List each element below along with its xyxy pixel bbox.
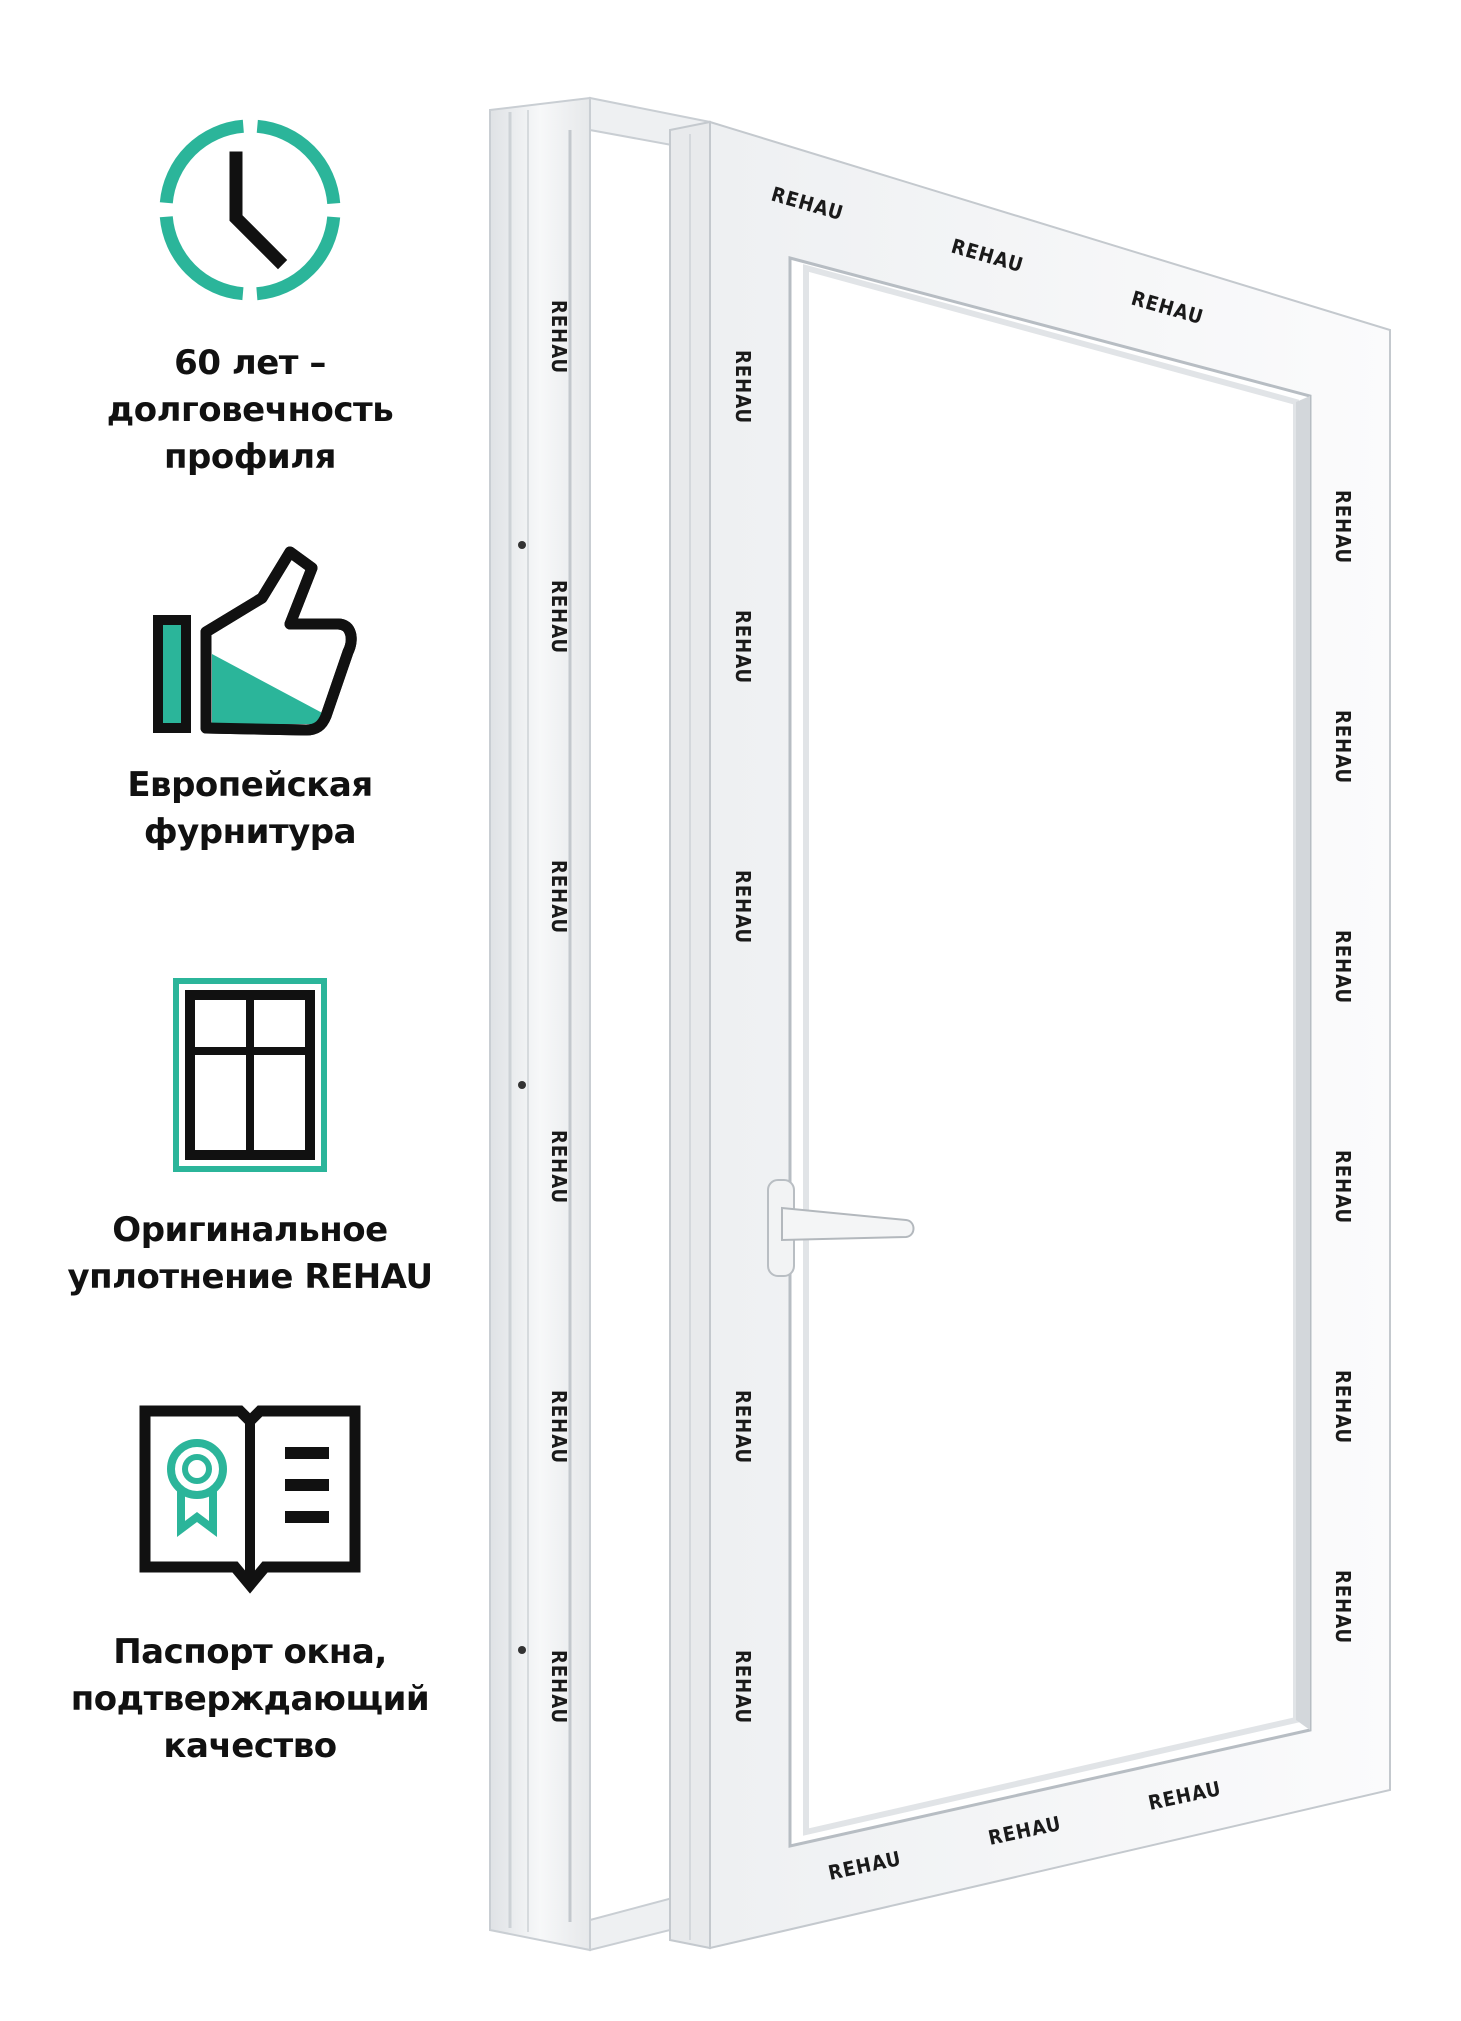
feature-hardware: Европейская фурнитура — [30, 540, 470, 856]
window-frame-icon — [173, 978, 327, 1172]
caption-line: Европейская — [127, 765, 373, 805]
caption-line: фурнитура — [143, 812, 357, 852]
clock-icon — [159, 119, 341, 301]
brand-mark: REHAU — [731, 610, 755, 684]
brand-mark: REHAU — [731, 350, 755, 424]
feature-durability: 60 лет – долговечность профиля — [30, 110, 470, 481]
caption-line: Оригинальное — [112, 1210, 388, 1250]
feature-caption: Европейская фурнитура — [30, 762, 470, 856]
brand-mark: REHAU — [1331, 930, 1355, 1004]
caption-line: Паспорт окна, — [113, 1632, 387, 1672]
passport-book-icon — [139, 1405, 361, 1594]
feature-caption: Оригинальное уплотнение REHAU — [30, 1207, 470, 1301]
brand-mark: REHAU — [731, 1650, 755, 1724]
brand-mark: REHAU — [547, 1130, 571, 1204]
window-sash — [669, 120, 1391, 1950]
brand-mark: REHAU — [1331, 710, 1355, 784]
brand-mark: REHAU — [1331, 1150, 1355, 1224]
caption-line: качество — [163, 1726, 337, 1766]
thumbs-up-icon — [153, 546, 357, 736]
feature-caption: Паспорт окна, подтверждающий качество — [30, 1629, 470, 1770]
caption-line: подтверждающий — [70, 1679, 430, 1719]
brand-mark: REHAU — [547, 1390, 571, 1464]
features-list: 60 лет – долговечность профиля Европейск… — [30, 0, 470, 2021]
caption-line: уплотнение REHAU — [67, 1257, 433, 1297]
brand-mark: REHAU — [731, 870, 755, 944]
brand-mark: REHAU — [1331, 1570, 1355, 1644]
feature-seal: Оригинальное уплотнение REHAU — [30, 975, 470, 1301]
brand-mark: REHAU — [731, 1390, 755, 1464]
caption-line: профиля — [164, 437, 336, 477]
brand-mark: REHAU — [1331, 1370, 1355, 1444]
caption-line: долговечность — [106, 390, 394, 430]
caption-line: 60 лет – — [174, 343, 326, 383]
brand-mark: REHAU — [547, 580, 571, 654]
feature-passport: Паспорт окна, подтверждающий качество — [30, 1395, 470, 1770]
brand-mark: REHAU — [547, 1650, 571, 1724]
brand-mark: REHAU — [547, 860, 571, 934]
window-handle — [767, 1179, 915, 1277]
brand-mark: REHAU — [1331, 490, 1355, 564]
feature-caption: 60 лет – долговечность профиля — [30, 340, 470, 481]
window-illustration: REHAU REHAU REHAU REHAU REHAU REHAU REHA… — [489, 96, 1391, 1952]
brand-mark: REHAU — [547, 300, 571, 374]
